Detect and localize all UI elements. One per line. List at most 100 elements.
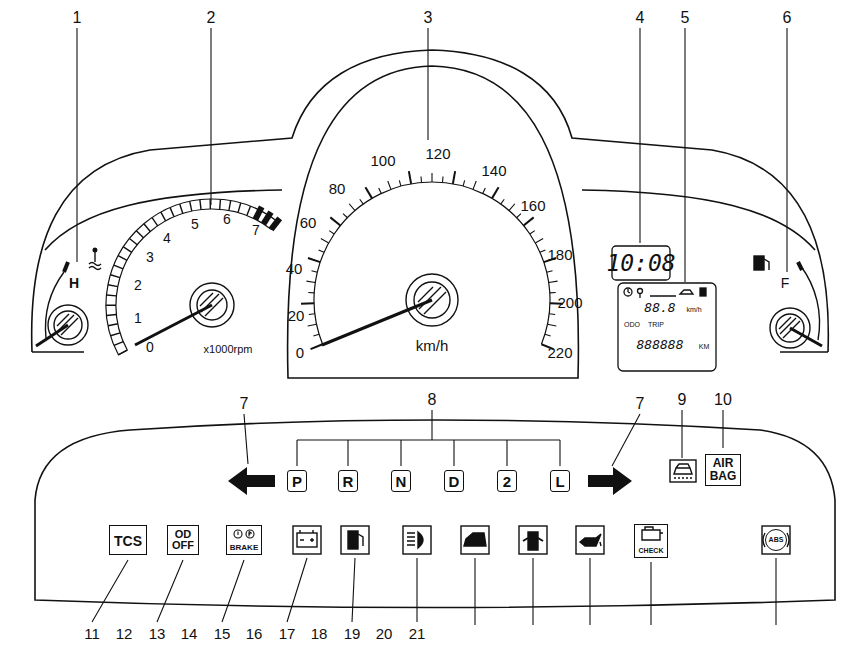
- speedometer-tick: [343, 214, 347, 218]
- lcd-digits: 88.8: [644, 301, 675, 314]
- gear-indicator: R: [338, 470, 359, 492]
- gear-indicator: L: [550, 470, 570, 492]
- speedometer-tick: [549, 313, 555, 315]
- speedometer-tick: [473, 181, 476, 189]
- cluster-housing: [582, 190, 815, 250]
- tachometer-band: [209, 199, 211, 209]
- digital-display: [650, 290, 693, 296]
- warning-icon: [348, 531, 358, 549]
- digital-display: [639, 293, 640, 298]
- gauge-mark: 120: [425, 146, 450, 161]
- speedometer-tick: [330, 217, 340, 225]
- callout-number: 5: [681, 10, 690, 26]
- digital-display: [628, 289, 630, 293]
- leader-line: [427, 28, 428, 140]
- warning-panel: [35, 420, 835, 608]
- tachometer-band: [180, 204, 183, 214]
- speedometer-tick: [308, 258, 320, 262]
- speedometer-tick: [442, 176, 444, 182]
- lcd-digits: 10:08: [606, 252, 675, 275]
- warning-icon: [403, 526, 431, 554]
- gauge-mark: 200: [557, 295, 582, 310]
- speedometer-tick: [420, 176, 422, 182]
- leader-line: [76, 28, 77, 262]
- tachometer-band: [114, 342, 123, 346]
- speedometer-tick: [309, 313, 315, 315]
- callout-number: 18: [311, 626, 328, 641]
- warning-icon: [358, 534, 363, 546]
- speedometer-tick: [321, 239, 329, 243]
- speedometer-tick: [365, 187, 372, 198]
- warning-icon: [407, 533, 415, 545]
- temperature-gauge: [64, 262, 68, 272]
- speedometer-tick: [463, 180, 465, 186]
- warning-icon: [300, 530, 314, 542]
- tachometer-band: [152, 218, 158, 226]
- tachometer-band: [106, 199, 277, 355]
- warning-panel: [35, 420, 835, 608]
- speedometer-tick: [399, 180, 401, 186]
- tachometer-band: [144, 224, 150, 232]
- callout-number: 12: [116, 626, 133, 641]
- speedometer-tick: [483, 188, 486, 193]
- leader-line: [92, 558, 417, 622]
- warning-icon: [674, 477, 692, 478]
- callout-number: 3: [424, 10, 433, 26]
- tachometer-band: [200, 200, 201, 210]
- tachometer-band: [136, 231, 143, 238]
- cluster-housing: [32, 50, 829, 378]
- lcd-label: ODO: [624, 321, 640, 328]
- callout-number: 6: [783, 10, 792, 26]
- lcd-digits: 888888: [637, 338, 684, 351]
- gauge-mark: 4: [163, 231, 171, 245]
- callout-number: 4: [636, 10, 645, 26]
- leader-line: [786, 28, 787, 272]
- turn-signal-arrow: [228, 467, 275, 495]
- speedometer-tick: [547, 271, 553, 272]
- warning-icon: [528, 532, 538, 550]
- callout-number: 20: [376, 626, 393, 641]
- speedometer-tick: [524, 217, 534, 225]
- tachometer-band: [107, 314, 117, 316]
- tachometer-band: [123, 247, 131, 252]
- gauge-mark: 160: [520, 198, 545, 213]
- speedometer-tick: [311, 271, 317, 272]
- fuel-gauge: [754, 256, 764, 270]
- brake-symbol: [238, 532, 252, 537]
- indicator-text: R: [343, 474, 354, 490]
- fuel-gauge: [754, 256, 822, 348]
- leader-line: [684, 28, 685, 282]
- tachometer-band: [229, 201, 231, 211]
- warning-icon: [464, 533, 486, 546]
- tachometer-band: [118, 256, 127, 261]
- turn-signal-arrow: [228, 467, 632, 495]
- leader-line: [722, 410, 723, 448]
- gauge-mark: 100: [370, 153, 395, 168]
- leader-line: [210, 28, 211, 205]
- fuel-gauge: [790, 328, 822, 346]
- callout-number: 10: [714, 392, 732, 408]
- tachometer-gauge: [135, 305, 212, 345]
- speedometer-tick: [431, 173, 432, 182]
- temperature-gauge: [36, 248, 101, 346]
- callout-number: 8: [428, 392, 437, 408]
- leader-line: [612, 414, 640, 466]
- speedometer-tick: [360, 199, 363, 204]
- speedometer-tick: [547, 324, 556, 326]
- callout-number: 1: [73, 10, 82, 26]
- tick-marks: [106, 171, 563, 355]
- tachometer-band: [106, 305, 116, 306]
- callout-number: 15: [214, 626, 231, 641]
- indicator-text: AIR BAG: [710, 457, 737, 482]
- speedometer-tick: [301, 302, 314, 304]
- callout-number: 11: [84, 626, 100, 641]
- tachometer-band: [106, 294, 116, 296]
- speedometer-tick: [311, 344, 323, 349]
- gauge-mark: 5: [191, 217, 199, 231]
- speedometer-tick: [319, 250, 324, 252]
- speedometer-tick: [453, 171, 455, 184]
- leader-line: [244, 414, 248, 464]
- callout-number: 16: [246, 626, 263, 641]
- gauge-mark: 7: [252, 223, 260, 237]
- indicator-text: N: [396, 474, 407, 490]
